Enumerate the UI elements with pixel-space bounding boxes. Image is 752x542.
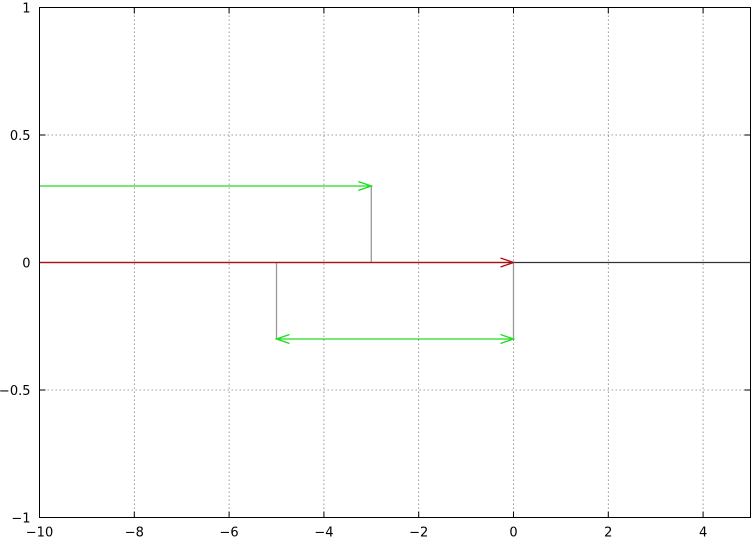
y-tick-label: 1: [22, 2, 30, 17]
x-tick-label: −6: [220, 526, 239, 541]
y-tick-label: −0.5: [0, 384, 31, 399]
plot-frame: [39, 7, 751, 518]
x-tick-label: −10: [26, 526, 53, 541]
x-tick-label: −2: [409, 526, 428, 541]
x-tick-label: −8: [125, 526, 144, 541]
arrow-mark: [39, 180, 374, 192]
x-tick-label: 2: [604, 526, 612, 541]
y-tick-label: 0.5: [10, 129, 31, 144]
arrowhead: [274, 333, 290, 345]
y-tick-label: 0: [22, 257, 30, 272]
y-tick-label: −1: [11, 512, 30, 527]
x-tick-label: 4: [699, 526, 707, 541]
arrowhead: [358, 180, 374, 192]
x-tick-label: −4: [314, 526, 333, 541]
arrow-mark: [39, 257, 516, 268]
plot-marks: [39, 180, 751, 345]
x-tick-label: 0: [509, 526, 517, 541]
arrow-mark: [274, 333, 516, 345]
tick-labels: −10 −8 −6 −4 −2 0 2 4 −1 −0.5 0 0.5 1: [0, 2, 707, 541]
arrowhead: [500, 333, 516, 345]
arrowhead: [500, 257, 516, 268]
